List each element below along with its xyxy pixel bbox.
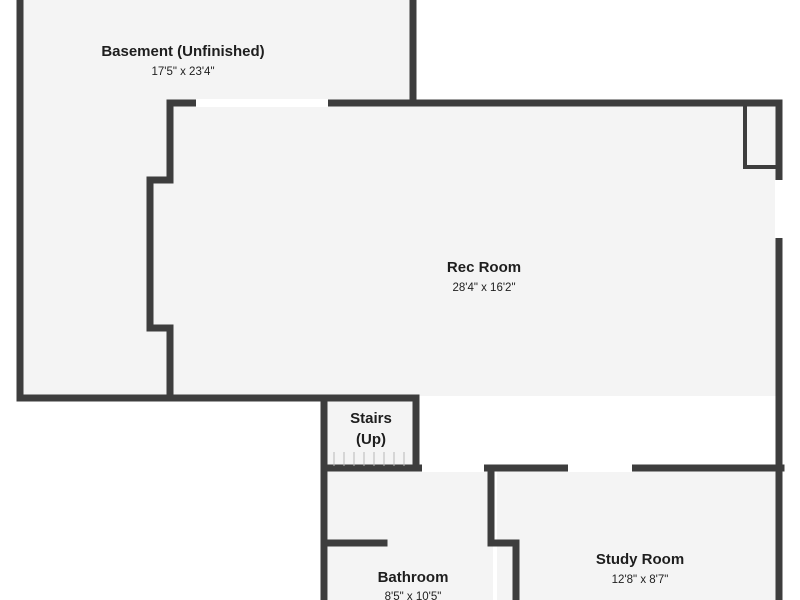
doorway-stairs-lower	[422, 464, 484, 472]
bathroom-name: Bathroom	[378, 569, 449, 586]
rec-room-name: Rec Room	[447, 259, 521, 276]
openings	[196, 99, 783, 472]
bathroom-dimensions: 8'5" x 10'5"	[385, 591, 442, 600]
basement-dimensions: 17'5" x 23'4"	[151, 66, 214, 78]
study-room-name: Study Room	[596, 551, 684, 568]
window-right-rec-room	[775, 180, 783, 238]
basement-wall-left	[16, 0, 324, 402]
walls	[16, 0, 785, 600]
study-room-floor	[497, 470, 777, 600]
rec-room-floor	[172, 105, 776, 396]
basement-name: Basement (Unfinished)	[101, 43, 264, 60]
closet-nook-wall	[743, 101, 781, 169]
rec-room-dimensions: 28'4" x 16'2"	[452, 282, 515, 294]
rec-room-wall-left	[146, 99, 174, 402]
stairs-floor	[326, 400, 418, 466]
stair-treads	[333, 452, 405, 466]
bathroom-floor	[328, 470, 493, 600]
study-room-dimensions: 12'8" x 8'7"	[612, 574, 669, 586]
window-top-rec-room	[196, 99, 328, 107]
stairs-label-line2: (Up)	[356, 431, 386, 448]
labels: Basement (Unfinished) 17'5" x 23'4" Rec …	[101, 43, 684, 600]
rec-room-wall-top-right	[166, 99, 783, 472]
bathroom-study-divider	[487, 464, 520, 600]
stairs-label-line1: Stairs	[350, 410, 392, 427]
floor-fills	[22, 0, 777, 600]
doorway-study-top	[568, 464, 632, 472]
